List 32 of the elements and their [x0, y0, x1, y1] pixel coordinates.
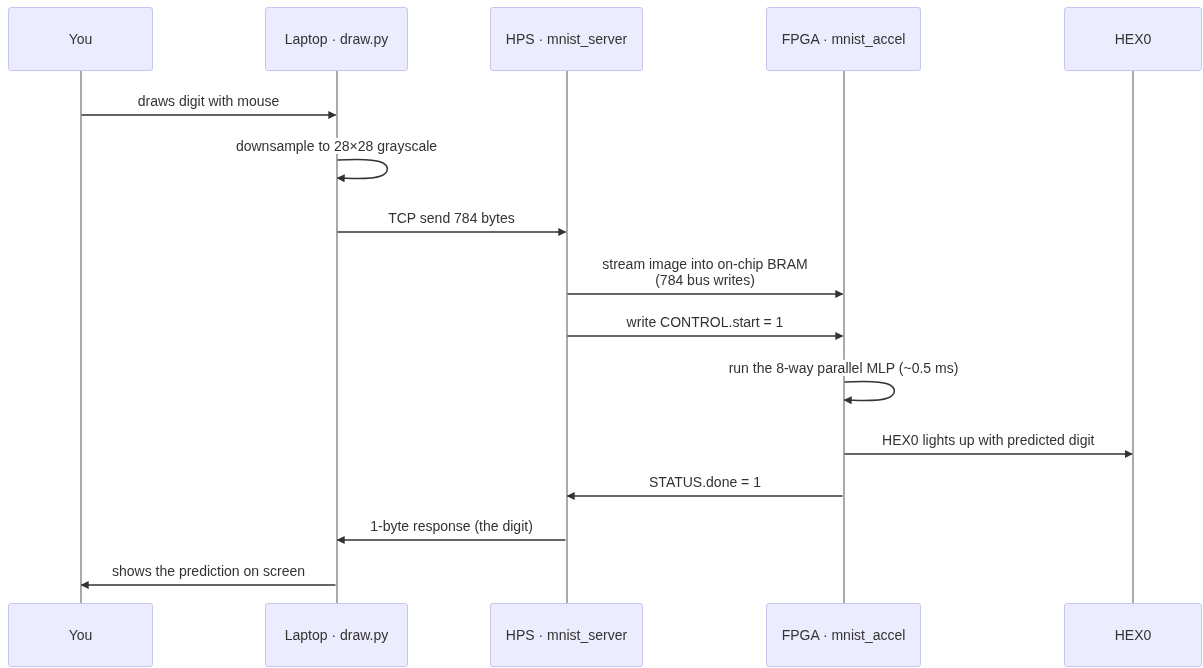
- participant-box: HEX0: [1064, 7, 1202, 71]
- message-label: STATUS.done = 1: [647, 473, 763, 490]
- lifeline: [79, 71, 82, 603]
- participant-box: FPGA · mnist_accel: [766, 603, 921, 667]
- participant-box: HPS · mnist_server: [490, 7, 643, 71]
- participant-box: FPGA · mnist_accel: [766, 7, 921, 71]
- lifeline: [1132, 71, 1134, 603]
- message-label: TCP send 784 bytes: [386, 209, 517, 226]
- message-label: 1-byte response (the digit): [368, 517, 535, 534]
- participant-box: Laptop · draw.py: [265, 7, 408, 71]
- message-arrow: [80, 111, 337, 119]
- participant-box: You: [8, 603, 153, 667]
- message-label: HEX0 lights up with predicted digit: [880, 431, 1097, 448]
- lifeline: [565, 71, 568, 603]
- message-label: shows the prediction on screen: [110, 562, 307, 579]
- message-arrow: [566, 492, 844, 500]
- message-arrow: [843, 450, 1133, 458]
- message-label: downsample to 28×28 grayscale: [233, 137, 440, 154]
- participant-box: HEX0: [1064, 603, 1202, 667]
- message-arrow: [336, 228, 567, 236]
- message-arrow: [80, 581, 337, 589]
- message-label: write CONTROL.start = 1: [624, 313, 786, 330]
- message-label: draws digit with mouse: [135, 92, 282, 109]
- self-message-arrow: [336, 158, 389, 183]
- participant-box: You: [8, 7, 153, 71]
- participant-box: HPS · mnist_server: [490, 603, 643, 667]
- message-arrow: [566, 290, 844, 298]
- participant-box: Laptop · draw.py: [265, 603, 408, 667]
- self-message-arrow: [843, 380, 896, 405]
- message-label: run the 8-way parallel MLP (~0.5 ms): [726, 359, 961, 376]
- message-arrow: [336, 536, 567, 544]
- message-arrow: [566, 332, 844, 340]
